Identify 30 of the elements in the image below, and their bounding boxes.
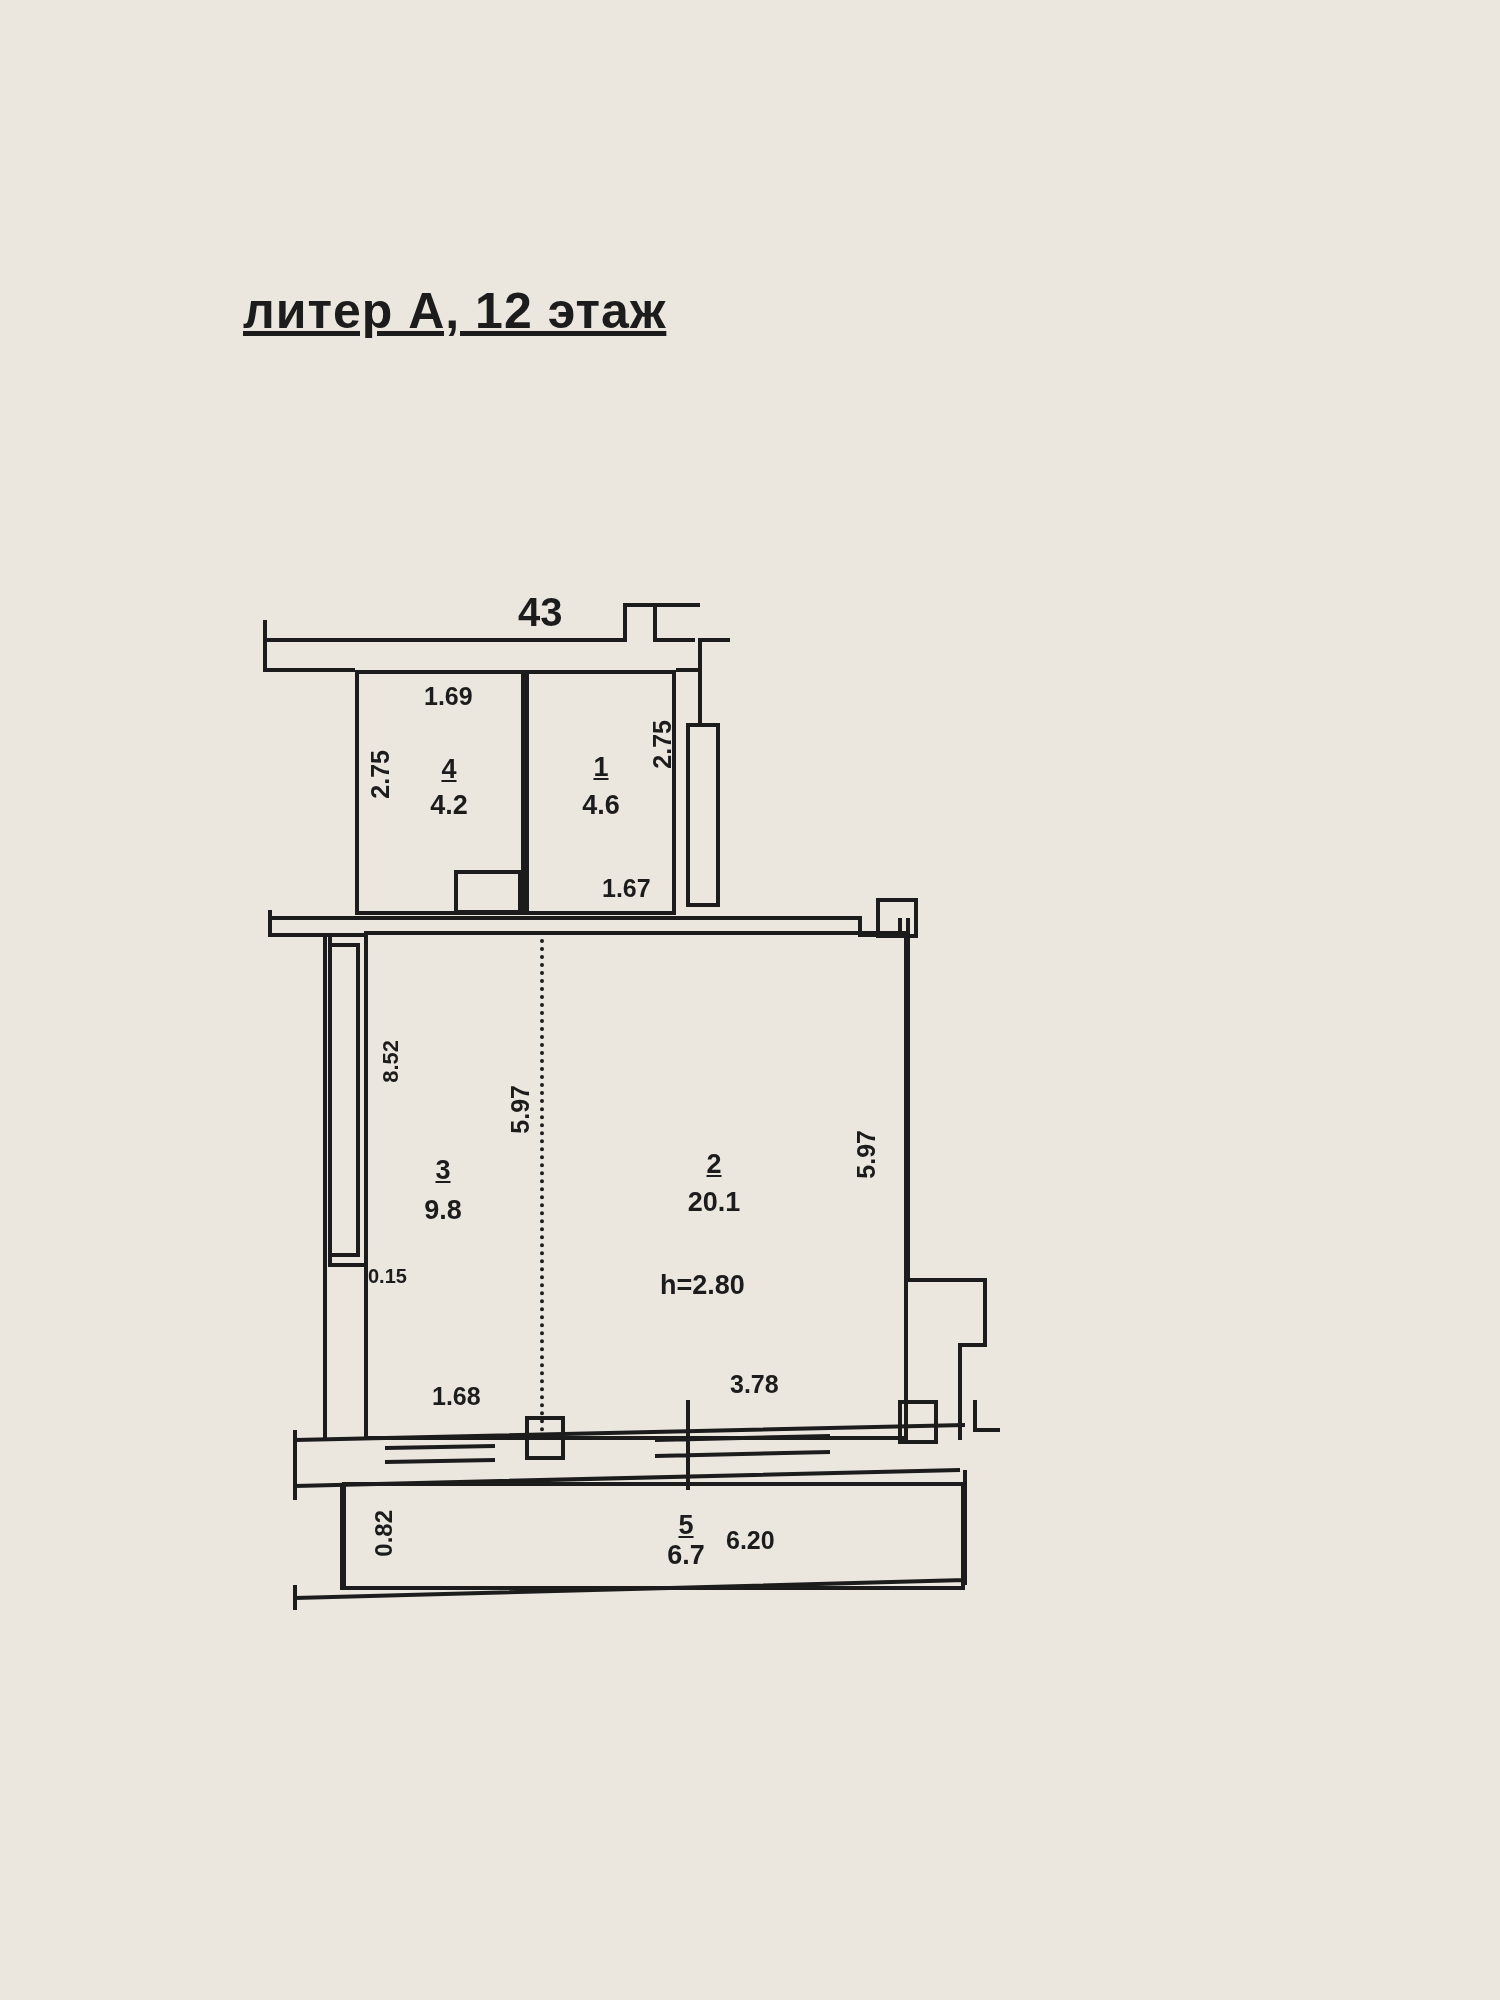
dimension-label: 1.68 (432, 1384, 481, 1409)
dimension-label: 5.97 (854, 1130, 879, 1179)
room-outline (342, 1482, 965, 1590)
dimension-label: 6.20 (726, 1528, 775, 1553)
plan-title: литер А, 12 этаж (243, 282, 667, 340)
room-outline (364, 931, 544, 1440)
dimension-label: 2.75 (650, 720, 675, 769)
room-area: 4.6 (582, 792, 620, 819)
dimension-label: 2.75 (368, 750, 393, 799)
dimension-label: 5.97 (508, 1085, 533, 1134)
room-outline (540, 931, 908, 1440)
room-number: 5 (678, 1512, 694, 1539)
dimension-label: 0.82 (372, 1510, 396, 1557)
dimension-label: 1.67 (602, 876, 651, 901)
axis-marker: 43 (518, 592, 563, 632)
room-number: 2 (706, 1151, 722, 1178)
room-number: 4 (441, 756, 457, 783)
room-outline (525, 670, 676, 915)
room-area: 6.7 (667, 1542, 705, 1569)
room-number: 1 (593, 754, 609, 781)
room-outline (355, 670, 525, 915)
room-number: 3 (435, 1157, 451, 1184)
room-area: 4.2 (430, 792, 468, 819)
dimension-label: 8.52 (380, 1040, 402, 1083)
room-area: 20.1 (687, 1189, 741, 1216)
dimension-label: 1.69 (424, 684, 473, 709)
room-area: 9.8 (424, 1197, 462, 1224)
dimension-label: 3.78 (730, 1372, 779, 1397)
ceiling-height-label: h=2.80 (660, 1272, 745, 1299)
dimension-label: 0.15 (368, 1266, 407, 1286)
